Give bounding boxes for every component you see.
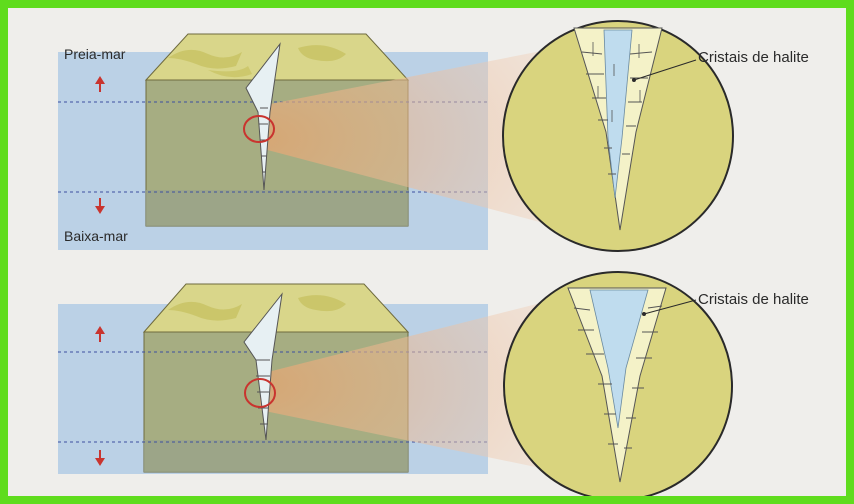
halite-callout-label: Cristais de halite — [698, 49, 809, 66]
high-tide-label: Preia-mar — [64, 46, 126, 62]
halite-crystallization-diagram: Preia-mar Baixa-mar Cristais de halite — [8, 8, 854, 504]
low-tide-label: Baixa-mar — [64, 228, 128, 244]
halite-callout-label: Cristais de halite — [698, 291, 809, 308]
bottom-panel: Cristais de halite — [58, 272, 809, 500]
top-panel: Preia-mar Baixa-mar Cristais de halite — [58, 21, 809, 251]
